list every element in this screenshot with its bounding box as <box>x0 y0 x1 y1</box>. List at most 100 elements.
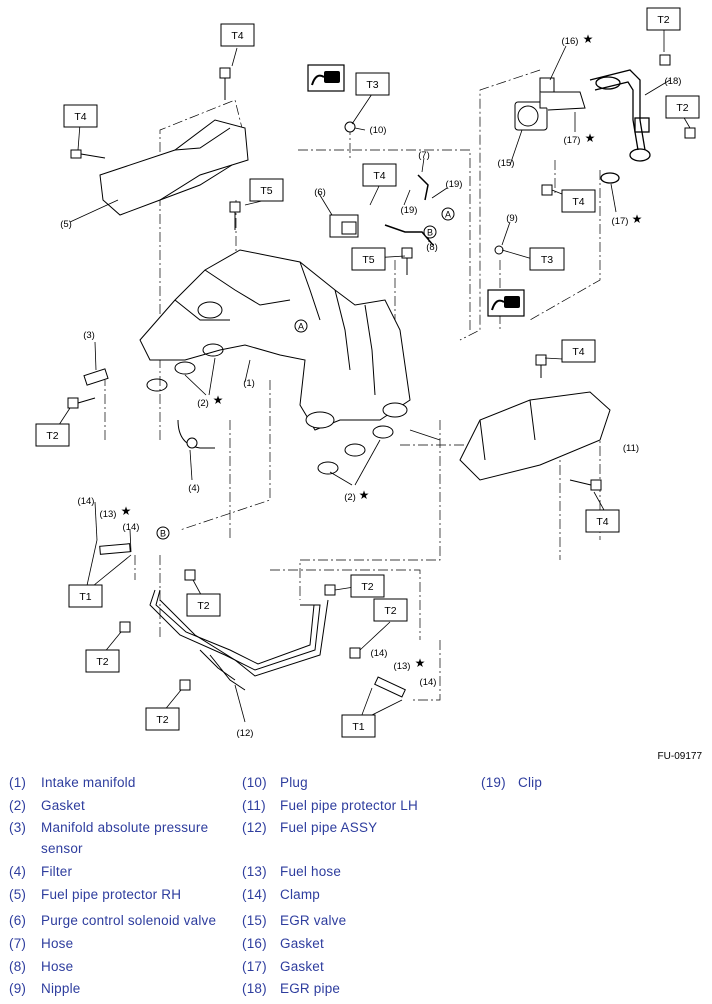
tag-t2: T2 <box>384 605 396 617</box>
callout-7: (7) <box>418 150 430 161</box>
star-markers: ★ ★ ★ ★ ★ ★ ★ <box>121 32 643 670</box>
marker-b: B <box>427 228 433 238</box>
callout-11: (11) <box>623 443 639 454</box>
legend-text: Clip <box>518 775 543 790</box>
callout-13: (13) <box>100 509 117 520</box>
legend-number: (6) <box>9 913 27 928</box>
legend-text: Nipple <box>41 981 81 996</box>
intake-manifold <box>139 249 411 431</box>
tag-t2: T2 <box>96 656 108 668</box>
connection-markers <box>156 207 455 540</box>
tag-t4: T4 <box>596 516 608 528</box>
legend-number: (1) <box>9 775 27 790</box>
callout-9: (9) <box>506 213 518 224</box>
bolts <box>67 54 696 691</box>
tag-t2: T2 <box>46 430 58 442</box>
torque-tag-labels: T4 T4 T3 T5 T4 T5 T3 T4 T2 T2 T4 T2 T4 T… <box>46 14 688 733</box>
legend-number: (2) <box>9 798 27 813</box>
star-mark: ★ <box>632 212 643 226</box>
callout-2: (2) <box>344 492 356 503</box>
legend-text: Purge control solenoid valve <box>41 913 217 928</box>
egr-pipe <box>589 69 651 184</box>
legend-number: (5) <box>9 887 27 902</box>
legend-text: Fuel pipe protector LH <box>280 798 418 813</box>
callout-4: (4) <box>188 483 200 494</box>
callout-15: (15) <box>498 158 515 169</box>
tag-t2: T2 <box>676 102 688 114</box>
callout-1: (1) <box>243 378 255 389</box>
star-mark: ★ <box>583 32 594 46</box>
callout-19: (19) <box>446 179 463 190</box>
marker-a: A <box>445 210 451 220</box>
legend-text: Gasket <box>280 959 324 974</box>
legend-text: Fuel pipe protector RH <box>41 887 182 902</box>
legend-number: (7) <box>9 936 27 951</box>
callout-17: (17) <box>612 216 629 227</box>
legend-text: Filter <box>41 864 73 879</box>
legend-text: Fuel hose <box>280 864 342 879</box>
legend-number: (8) <box>9 959 27 974</box>
tag-t4: T4 <box>572 196 584 208</box>
callout-18: (18) <box>665 76 682 87</box>
legend-number: (14) <box>242 887 267 902</box>
egr-valve <box>514 77 586 131</box>
legend-number: (13) <box>242 864 267 879</box>
tag-t4: T4 <box>231 30 243 42</box>
star-mark: ★ <box>359 488 370 502</box>
legend-number: (15) <box>242 913 267 928</box>
callout-14: (14) <box>123 522 140 533</box>
legend-number: (16) <box>242 936 267 951</box>
tag-t1: T1 <box>79 591 91 603</box>
callout-12: (12) <box>237 728 254 739</box>
callout-10: (10) <box>370 125 387 136</box>
legend-number: (19) <box>481 775 506 790</box>
legend-number: (17) <box>242 959 267 974</box>
legend-number: (3) <box>9 820 27 835</box>
callout-2: (2) <box>197 398 209 409</box>
tag-t4: T4 <box>74 111 86 123</box>
marker-b: B <box>160 529 166 539</box>
fuel-pipe-assy <box>149 589 329 691</box>
connection-marker-letters: A B A B <box>160 210 451 539</box>
callout-16: (16) <box>562 36 579 47</box>
callout-3: (3) <box>83 330 95 341</box>
tag-t5: T5 <box>362 254 374 266</box>
legend-text: Plug <box>280 775 308 790</box>
callout-14: (14) <box>78 496 95 507</box>
legend-text: Hose <box>41 936 74 951</box>
callout-8: (8) <box>426 242 438 253</box>
legend-text: Clamp <box>280 887 321 902</box>
legend-text: EGR pipe <box>280 981 341 996</box>
hoses-7-8 <box>384 174 434 246</box>
marker-a: A <box>298 322 304 332</box>
legend-text: Manifold absolute pressure sensor <box>41 820 209 856</box>
tag-t4: T4 <box>572 346 584 358</box>
star-mark: ★ <box>121 504 132 518</box>
callout-14: (14) <box>371 648 388 659</box>
callout-17: (17) <box>564 135 581 146</box>
parts-legend: (1) Intake manifold (2) Gasket (3) Manif… <box>0 772 712 1002</box>
star-mark: ★ <box>213 393 224 407</box>
gasket-set-upper <box>146 343 224 392</box>
callout-14: (14) <box>420 677 437 688</box>
legend-number: (10) <box>242 775 267 790</box>
callout-13: (13) <box>394 661 411 672</box>
callout-5: (5) <box>60 219 72 230</box>
tag-t4: T4 <box>373 170 385 182</box>
legend-text: EGR valve <box>280 913 347 928</box>
legend-number: (12) <box>242 820 267 835</box>
filter <box>177 419 215 449</box>
legend-number: (11) <box>242 798 266 813</box>
fuel-hoses <box>99 543 406 698</box>
gasket-set-lower <box>317 425 394 475</box>
map-sensor <box>83 368 109 386</box>
tag-t2: T2 <box>156 714 168 726</box>
legend-number: (9) <box>9 981 27 996</box>
fuel-pipe-protector-rh <box>99 119 249 216</box>
legend-text: Intake manifold <box>41 775 136 790</box>
star-mark: ★ <box>415 656 426 670</box>
legend-text: Gasket <box>41 798 85 813</box>
callout-6: (6) <box>314 187 326 198</box>
tag-t2: T2 <box>361 581 373 593</box>
callout-19: (19) <box>401 205 418 216</box>
